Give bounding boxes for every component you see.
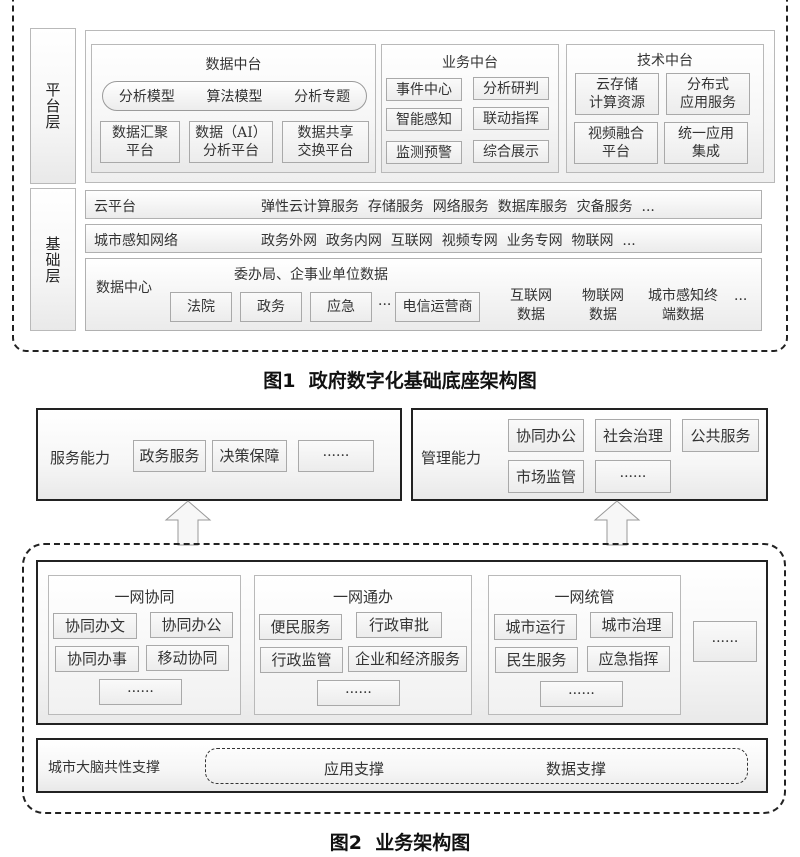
up-arrow-icon <box>164 500 212 546</box>
data-source-box: 政务 <box>240 292 302 322</box>
group-one-stop-service: 一网通办 便民服务 行政审批 行政监管 企业和经济服务 ······ <box>254 575 472 715</box>
ellipsis: ··· <box>734 292 748 308</box>
cloud-platform-items: 弹性云计算服务 存储服务 网络服务 数据库服务 灾备服务 ... <box>261 199 655 215</box>
data-source-box: 应急 <box>310 292 372 322</box>
group-box: 应急指挥 <box>587 646 670 672</box>
internet-data: 互联网 数据 <box>510 288 552 323</box>
city-terminal-data: 城市感知终 端数据 <box>648 288 718 323</box>
service-box: ······ <box>298 440 374 472</box>
support-dashed-pill: 应用支撑 数据支撑 <box>205 748 748 784</box>
ellipsis: ··· <box>378 297 392 313</box>
service-box: 决策保障 <box>212 440 287 472</box>
group-box: 民生服务 <box>495 647 578 673</box>
group-box: ······ <box>540 681 623 707</box>
tech-box: 视频融合 平台 <box>574 122 658 164</box>
management-box: 社会治理 <box>595 419 671 452</box>
business-platform: 业务中台 事件中心 分析研判 智能感知 联动指挥 监测预警 综合展示 <box>381 44 559 173</box>
data-center-label: 数据中心 <box>96 280 152 296</box>
data-box: 数据共享 交换平台 <box>282 121 369 163</box>
data-support: 数据支撑 <box>546 760 607 778</box>
group-box: 移动协同 <box>146 645 229 671</box>
management-box: 协同办公 <box>508 419 584 452</box>
business-box: 联动指挥 <box>473 107 549 130</box>
figure1-boundary <box>12 0 788 352</box>
pill-item: 分析专题 <box>294 89 351 105</box>
business-box: 综合展示 <box>473 140 549 163</box>
group-box: 协同办文 <box>53 613 137 639</box>
management-capability-box: 管理能力 协同办公 社会治理 公共服务 市场监管 ······ <box>411 408 768 501</box>
management-box: ······ <box>595 460 671 493</box>
cloud-platform-label: 云平台 <box>94 199 136 215</box>
tech-platform: 技术中台 云存储 计算资源 分布式 应用服务 视频融合 平台 统一应用 集成 <box>566 44 764 173</box>
data-platform-pill: 分析模型 算法模型 分析专题 <box>102 81 367 111</box>
platform-layer-label: 平台层 <box>30 28 76 184</box>
data-box: 数据汇聚 平台 <box>100 121 180 163</box>
business-platform-title: 业务中台 <box>442 55 498 71</box>
service-capability-label: 服务能力 <box>50 449 111 467</box>
group-box: 行政审批 <box>356 612 442 638</box>
iot-data: 物联网 数据 <box>582 288 624 323</box>
figure2-caption: 图2 业务架构图 <box>329 832 471 854</box>
tech-platform-title: 技术中台 <box>637 53 693 69</box>
data-center-subtitle: 委办局、企事业单位数据 <box>234 267 388 283</box>
business-box: 监测预警 <box>386 141 462 164</box>
group-unified-management: 一网统管 城市运行 城市治理 民生服务 应急指挥 ······ <box>488 575 681 715</box>
management-box: 公共服务 <box>682 419 759 452</box>
cloud-platform-row: 云平台 弹性云计算服务 存储服务 网络服务 数据库服务 灾备服务 ... <box>85 190 762 219</box>
data-source-box: 法院 <box>170 292 232 322</box>
city-brain-support-box: 城市大脑共性支撑 应用支撑 数据支撑 <box>36 738 768 793</box>
group-box: 城市运行 <box>494 614 577 640</box>
data-platform-title: 数据中台 <box>205 57 262 73</box>
tech-box: 云存储 计算资源 <box>575 73 659 115</box>
telecom-box: 电信运营商 <box>395 292 480 322</box>
business-box: 事件中心 <box>386 78 462 101</box>
group-title: 一网协同 <box>114 588 175 606</box>
group-box: 城市治理 <box>590 612 673 638</box>
group-box: 企业和经济服务 <box>348 646 467 672</box>
group-title: 一网通办 <box>332 588 393 606</box>
data-box: 数据（AI） 分析平台 <box>189 121 273 163</box>
city-sensing-network-label: 城市感知网络 <box>94 233 178 249</box>
city-sensing-network-items: 政务外网 政务内网 互联网 视频专网 业务专网 物联网 ... <box>261 233 636 249</box>
group-box: ······ <box>317 680 400 706</box>
service-capability-box: 服务能力 政务服务 决策保障 ······ <box>36 408 402 501</box>
base-layer-label: 基础层 <box>30 188 76 331</box>
group-box: 协同办公 <box>150 612 233 638</box>
service-box: 政务服务 <box>133 440 206 472</box>
up-arrow-icon <box>593 500 641 546</box>
business-groups-box: 一网协同 协同办文 协同办公 协同办事 移动协同 ······ 一网通办 便民服… <box>36 560 768 725</box>
data-platform: 数据中台 分析模型 算法模型 分析专题 数据汇聚 平台 数据（AI） 分析平台 … <box>91 44 376 173</box>
tech-box: 分布式 应用服务 <box>666 73 750 115</box>
application-support: 应用支撑 <box>324 760 385 778</box>
business-box: 智能感知 <box>386 108 462 131</box>
group-title: 一网统管 <box>554 588 615 606</box>
group-box: ······ <box>99 679 182 705</box>
tech-box: 统一应用 集成 <box>664 122 748 164</box>
pill-item: 算法模型 <box>206 89 263 105</box>
group-box: 行政监管 <box>260 647 343 673</box>
group-box: 协同办事 <box>55 646 139 672</box>
extra-more-box: ······ <box>693 621 757 662</box>
data-center-row: 数据中心 委办局、企事业单位数据 法院 政务 应急 ··· 电信运营商 互联网 … <box>85 258 762 331</box>
management-capability-label: 管理能力 <box>421 449 482 467</box>
group-box: 便民服务 <box>259 614 342 640</box>
management-box: 市场监管 <box>508 460 584 493</box>
city-sensing-network-row: 城市感知网络 政务外网 政务内网 互联网 视频专网 业务专网 物联网 ... <box>85 224 762 253</box>
city-brain-support-label: 城市大脑共性支撑 <box>48 760 160 776</box>
business-box: 分析研判 <box>473 77 549 100</box>
group-collaboration: 一网协同 协同办文 协同办公 协同办事 移动协同 ······ <box>48 575 241 715</box>
pill-item: 分析模型 <box>118 89 175 105</box>
business-dashed-container <box>22 543 786 814</box>
figure1-caption: 图1 政府数字化基础底座架构图 <box>263 370 537 392</box>
